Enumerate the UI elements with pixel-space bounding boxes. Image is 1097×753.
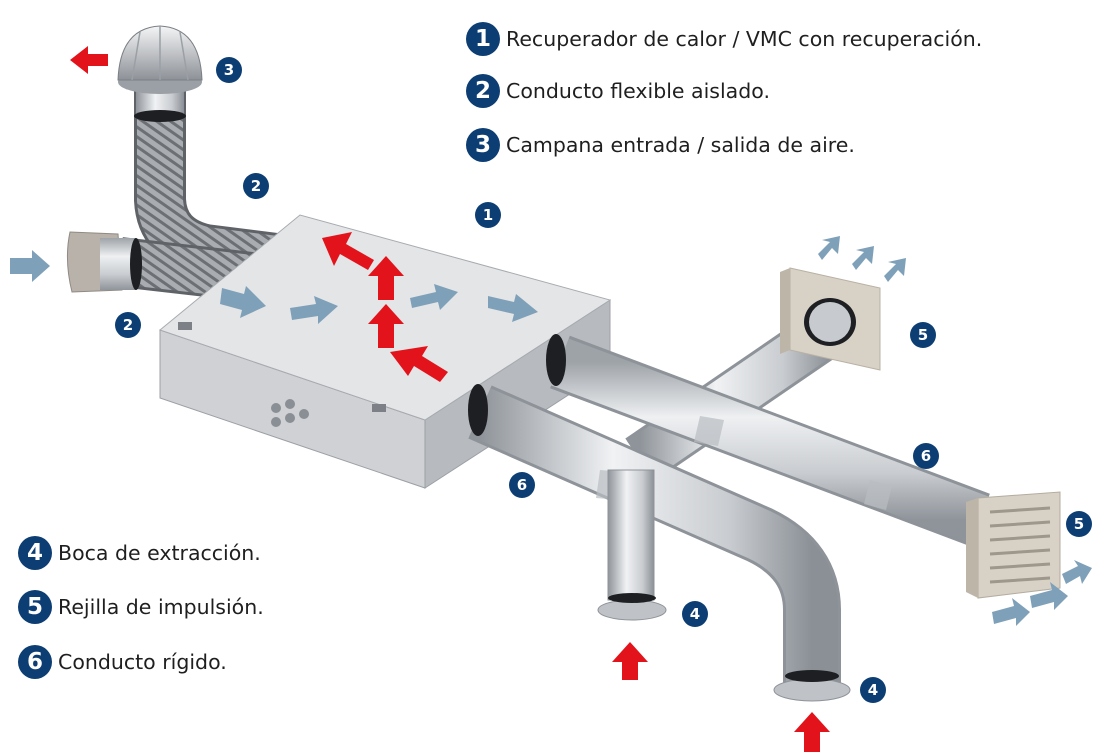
rigid-duct-right: [546, 334, 990, 547]
callout-heat-recovery-unit: 1: [475, 202, 501, 228]
supply-arrows: [10, 236, 1092, 626]
arrow-fresh-in-icon: [10, 250, 50, 282]
extraction-mouth-right: [773, 670, 851, 702]
arrow-supply-unit-2-icon: [290, 296, 338, 324]
arrow-supply-unit-3-icon: [410, 284, 458, 310]
legend-label: Recuperador de calor / VMC con recuperac…: [506, 27, 983, 51]
callout-extraction-mouth-right: 4: [860, 677, 886, 703]
legend-item-1: 1 Recuperador de calor / VMC con recuper…: [466, 22, 982, 56]
legend-number: 6: [18, 645, 52, 679]
callout-air-hood-top: 3: [216, 57, 242, 83]
arrow-supply-out-bottom-icon: [992, 560, 1092, 626]
callout-flexible-duct-lower: 2: [115, 312, 141, 338]
arrow-supply-unit-4-icon: [488, 294, 538, 322]
legend-label: Conducto rígido.: [58, 650, 227, 674]
arrow-exhaust-unit-1-icon: [322, 232, 374, 270]
callout-rigid-duct-front: 6: [509, 472, 535, 498]
legend-label: Conducto flexible aislado.: [506, 79, 770, 103]
exhaust-arrows: [70, 46, 830, 752]
legend-label: Rejilla de impulsión.: [58, 595, 264, 619]
legend-label: Campana entrada / salida de aire.: [506, 133, 855, 157]
air-hood-top: [117, 25, 203, 122]
arrow-extract-right-icon: [794, 712, 830, 752]
arrow-extract-left-icon: [612, 642, 648, 680]
supply-grille-upper: [780, 267, 881, 371]
legend-number: 1: [466, 22, 500, 56]
callout-supply-grille-upper: 5: [910, 322, 936, 348]
legend-item-3: 3 Campana entrada / salida de aire.: [466, 128, 855, 162]
legend-item-5: 5 Rejilla de impulsión.: [18, 590, 264, 624]
callout-flexible-duct-upper: 2: [243, 173, 269, 199]
arrow-exhaust-unit-4-icon: [390, 346, 448, 382]
legend-item-6: 6 Conducto rígido.: [18, 645, 227, 679]
air-hood-left: [66, 231, 142, 293]
arrow-exhaust-out-icon: [70, 46, 108, 74]
connector-ports-icon: [271, 399, 309, 427]
legend-number: 2: [466, 74, 500, 108]
supply-grille-lower: [966, 491, 1061, 599]
rigid-drop-left: [607, 469, 655, 601]
arrow-supply-out-top-icon: [818, 236, 906, 282]
legend-item-4: 4 Boca de extracción.: [18, 536, 261, 570]
legend-number: 4: [18, 536, 52, 570]
arrow-exhaust-unit-2-icon: [368, 256, 404, 300]
extraction-mouth-left: [597, 593, 667, 621]
legend-number: 5: [18, 590, 52, 624]
legend-item-2: 2 Conducto flexible aislado.: [466, 74, 770, 108]
arrow-exhaust-unit-3-icon: [368, 304, 404, 348]
callout-supply-grille-lower: 5: [1066, 511, 1092, 537]
legend-label: Boca de extracción.: [58, 541, 261, 565]
callout-extraction-mouth-left: 4: [682, 601, 708, 627]
arrow-supply-unit-1-icon: [220, 286, 266, 318]
callout-rigid-duct-right: 6: [913, 443, 939, 469]
legend-number: 3: [466, 128, 500, 162]
